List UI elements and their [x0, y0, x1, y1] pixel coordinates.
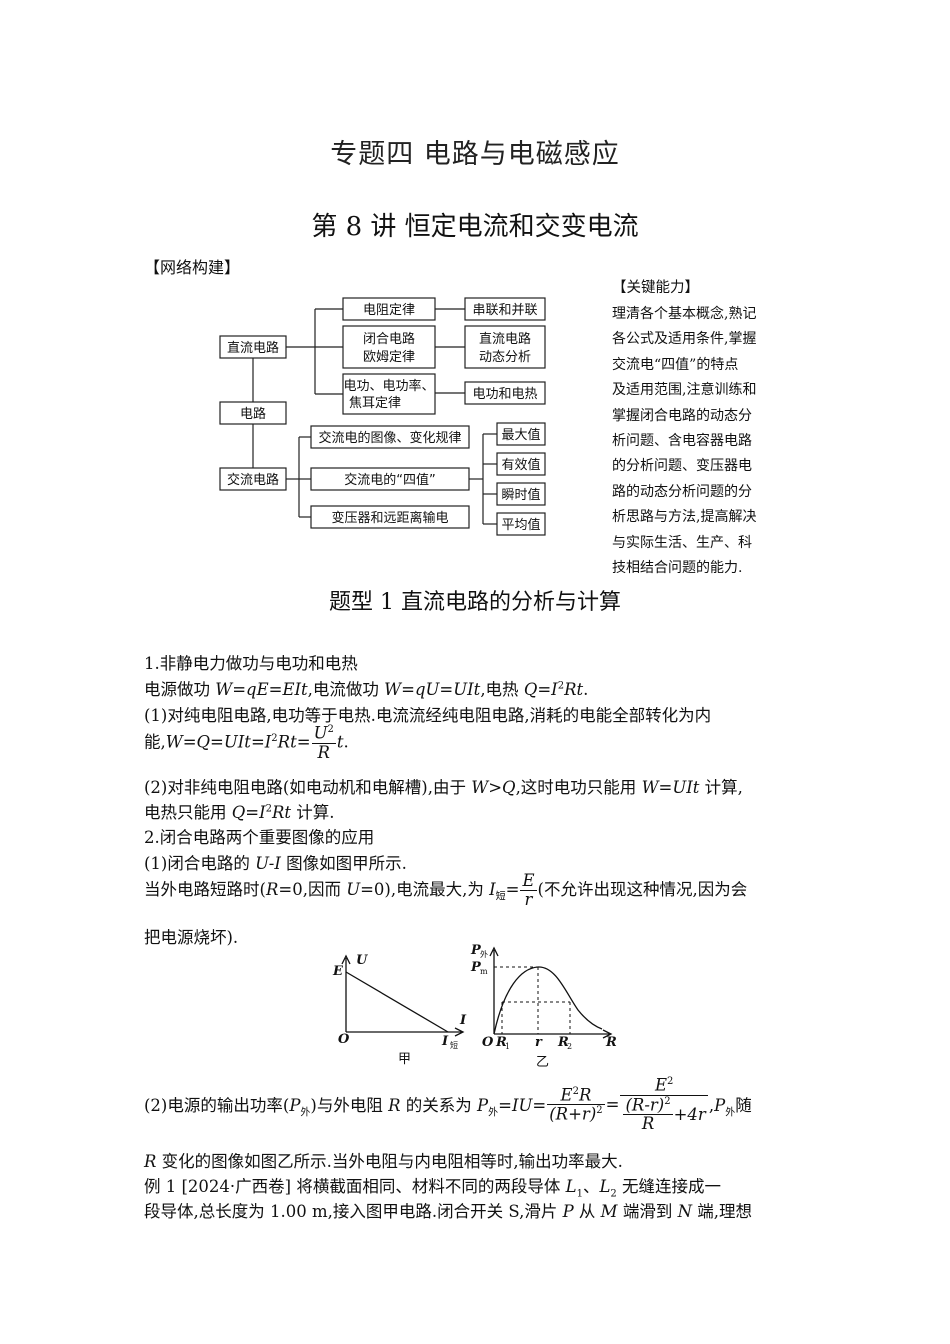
caption-jia: 甲 [398, 1052, 411, 1067]
r2-label: R [557, 1035, 569, 1050]
paragraph: 电源做功 W=qE=EIt,电流做功 W=qU=UIt,电热 Q=I2Rt. [144, 680, 589, 699]
node-ac-value: 瞬时值 [501, 487, 540, 503]
paragraph: (1)对纯电阻电路,电功等于电热.电流流经纯电阻电路,消耗的电能全部转化为内 [144, 706, 712, 725]
caption-yi: 乙 [536, 1055, 549, 1070]
node-dc-item: 闭合电路 [363, 331, 415, 347]
node-dc-item: 欧姆定律 [363, 350, 415, 365]
origin-label: O [482, 1035, 494, 1050]
node-root: 电路 [240, 406, 266, 422]
node-ac-value: 最大值 [501, 427, 540, 443]
svg-text:外: 外 [480, 949, 488, 959]
graph-yi: P P O R r R R 外 m 1 2 乙 [470, 943, 617, 1070]
node-ac: 交流电路 [227, 472, 279, 488]
svg-text:1: 1 [505, 1042, 510, 1051]
axis-label-r: R [605, 1035, 617, 1050]
network-tag: 【网络构建】 [144, 258, 241, 277]
r-label: r [535, 1035, 543, 1050]
axis-label-u: U [356, 953, 368, 968]
i-short-label: I [441, 1034, 449, 1049]
pm-label: P [470, 960, 482, 975]
svg-text:2: 2 [567, 1042, 572, 1051]
section-heading: 题型 1 直流电路的分析与计算 [329, 590, 621, 615]
svg-text:m: m [480, 967, 488, 976]
paragraph: (2)电源的输出功率(P外)与外电阻 R 的关系为 P外=IU=E2R(R+r)… [144, 1075, 752, 1134]
formula-frac-1: E2R(R+r)2 [547, 1085, 605, 1124]
node-dc-item: 电阻定律 [363, 303, 415, 318]
node-dc: 直流电路 [227, 340, 279, 356]
topic-title: 专题四 电路与电磁感应 [330, 139, 620, 170]
axis-label-p: P [470, 943, 482, 958]
node-dc-result: 动态分析 [479, 350, 531, 365]
node-dc-item: 焦耳定律 [349, 396, 401, 411]
paragraph: 2.闭合电路两个重要图像的应用 [144, 828, 375, 847]
node-dc-result: 电功和电热 [472, 387, 537, 402]
node-ac-value: 平均值 [501, 517, 540, 533]
node-ac-item: 变压器和远距离输电 [331, 510, 448, 526]
r1-label: R [495, 1035, 507, 1050]
paragraph: (1)闭合电路的 U-I 图像如图甲所示. [144, 854, 407, 873]
key-ability-text: 理清各个基本概念,熟记 各公式及适用条件,掌握 交流电“四值”的特点 及适用范围… [612, 306, 757, 577]
key-ability-tag: 【关键能力】 [612, 280, 699, 296]
node-dc-item: 电功、电功率、 [343, 378, 434, 394]
node-dc-result: 串联和并联 [472, 303, 537, 318]
paragraph: (2)对非纯电阻电路(如电动机和电解槽),由于 W>Q,这时电功只能用 W=UI… [144, 778, 743, 797]
svg-text:短: 短 [450, 1040, 458, 1050]
example-line: 段导体,总长度为 1.00 m,接入图甲电路.闭合开关 S,滑片 P 从 M 端… [144, 1202, 753, 1221]
node-ac-value: 有效值 [501, 457, 540, 473]
example-line: 例 1 [2024·广西卷] 将横截面相同、材料不同的两段导体 L1、L2 无缝… [144, 1177, 722, 1200]
e-label: E [332, 964, 344, 979]
paragraph: 电热只能用 Q=I2Rt 计算. [144, 803, 335, 822]
node-ac-item: 交流电的图像、变化规律 [318, 430, 461, 446]
graph-jia: U E O I I 短 甲 [332, 953, 467, 1067]
axis-label-i: I [459, 1013, 467, 1028]
origin-label: O [338, 1032, 350, 1047]
node-ac-item: 交流电的“四值” [344, 472, 435, 488]
node-dc-result: 直流电路 [479, 331, 531, 347]
paragraph: 1.非静电力做功与电功和电热 [144, 654, 358, 673]
paragraph: 把电源烧坏). [144, 928, 239, 947]
paragraph: R 变化的图像如图乙所示.当外电阻与内电阻相等时,输出功率最大. [144, 1152, 623, 1171]
knowledge-map: 直流电路 电路 交流电路 电阻定律 闭合电路 欧姆定律 电功、电功率、 焦耳定律… [219, 297, 546, 536]
lecture-title: 第 8 讲 恒定电流和交变电流 [311, 212, 639, 242]
